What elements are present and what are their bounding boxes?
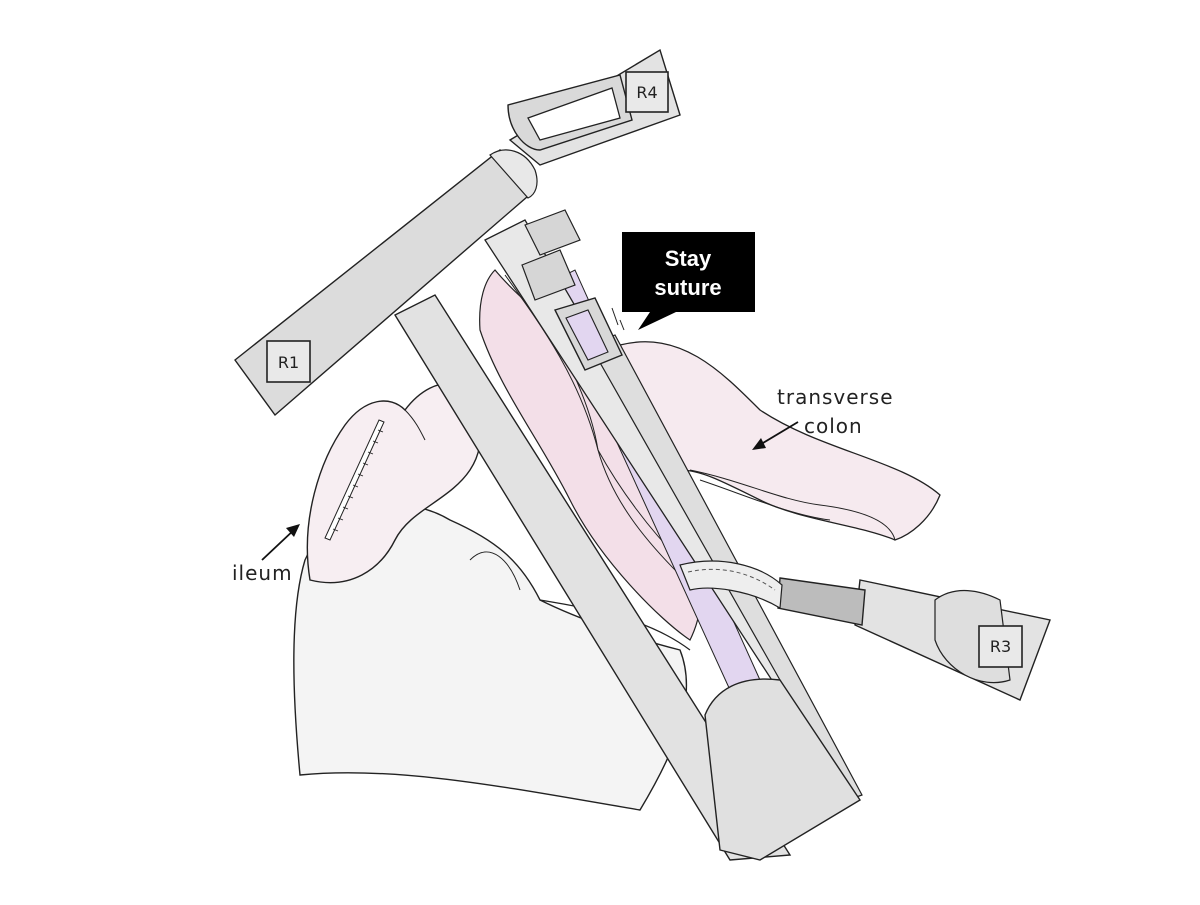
instrument-r3: R3 [679,560,1051,701]
stapler-body [704,678,861,861]
stay-suture-clip [554,297,625,371]
r3-label: R3 [990,637,1011,656]
stay-suture-label-line2: suture [654,275,721,300]
instrument-r1: R1 [234,149,538,417]
ileum-annotation: ileum [232,524,300,585]
r4-box [625,71,669,113]
stay-suture-callout: Stay suture [622,232,755,330]
ileum-staple-line [324,419,385,541]
ileum-label: ileum [232,561,293,585]
stay-suture-label-line1: Stay [665,246,712,271]
instrument-shaft-left [394,294,792,861]
r1-label: R1 [278,353,299,372]
r3-box [978,625,1023,668]
r3-grasper-tip [777,577,866,626]
r1-box [266,340,311,383]
transverse-colon-label-line1: transverse [777,385,894,409]
transverse-colon-annotation: transverse colon [752,385,894,450]
instrument-r4: R4 [507,48,681,166]
r4-label: R4 [636,83,657,102]
transverse-colon-label-line2: colon [804,414,863,438]
tissue-mass [293,504,688,811]
